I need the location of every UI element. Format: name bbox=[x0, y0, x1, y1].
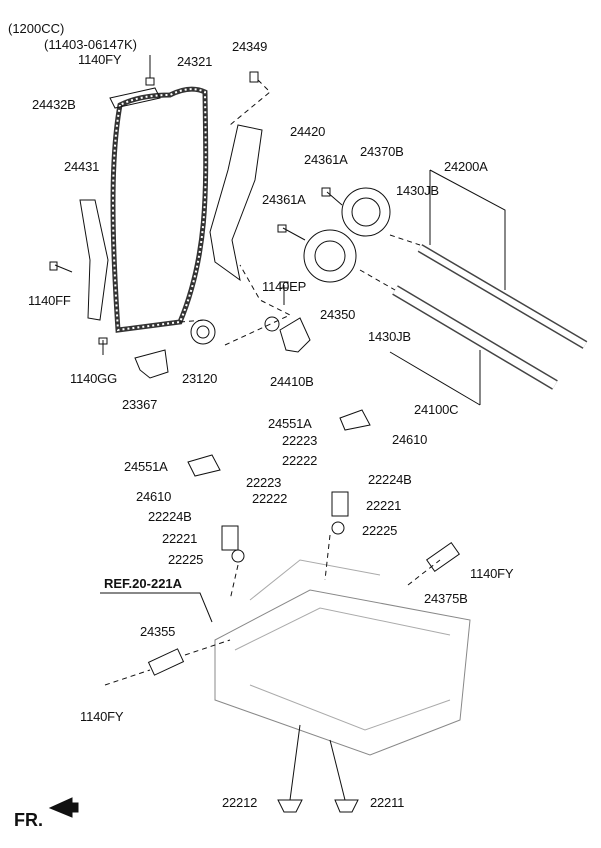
label-22211: 22211 bbox=[370, 795, 405, 810]
ocv-valve-2 bbox=[147, 648, 185, 676]
label-1140FY-top: 1140FY bbox=[78, 52, 122, 67]
label-24321: 24321 bbox=[177, 54, 213, 69]
label-24410B: 24410B bbox=[270, 374, 314, 389]
label-22225-upper: 22225 bbox=[362, 523, 398, 538]
label-1140FY-right: 1140FY bbox=[470, 566, 514, 581]
valve-intake bbox=[329, 739, 359, 813]
label-24361A-upper: 24361A bbox=[304, 152, 348, 167]
label-1430JB-lower: 1430JB bbox=[368, 329, 411, 344]
label-1140GG: 1140GG bbox=[70, 371, 117, 386]
rocker-arm-upper bbox=[339, 409, 371, 431]
cylinder-head bbox=[214, 589, 471, 756]
label-22223-upper: 22223 bbox=[282, 433, 318, 448]
valve-exhaust bbox=[277, 724, 303, 813]
label-24200A: 24200A bbox=[444, 159, 488, 174]
label-1140EP: 1140EP bbox=[262, 279, 307, 294]
label-24349: 24349 bbox=[232, 39, 268, 54]
label-24610-lower: 24610 bbox=[136, 489, 172, 504]
label-23367: 23367 bbox=[122, 397, 158, 412]
label-24431: 24431 bbox=[64, 159, 100, 174]
label-24432B: 24432B bbox=[32, 97, 76, 112]
label-22221-lower: 22221 bbox=[162, 531, 198, 546]
front-arrow-icon bbox=[48, 797, 79, 818]
label-24551A-upper: 24551A bbox=[268, 416, 312, 431]
label-24350: 24350 bbox=[320, 307, 356, 322]
label-24100C: 24100C bbox=[414, 402, 459, 417]
cvvt-intake bbox=[303, 229, 357, 283]
engine-spec: (1200CC) bbox=[8, 21, 65, 36]
label-24375B: 24375B bbox=[424, 591, 468, 606]
valve-spring-upper bbox=[331, 491, 349, 517]
label-23120: 23120 bbox=[182, 371, 218, 386]
label-22224B-upper: 22224B bbox=[368, 472, 412, 487]
bracket bbox=[134, 349, 169, 379]
crank-sprocket bbox=[190, 319, 216, 345]
tensioner bbox=[279, 317, 311, 353]
label-22212: 22212 bbox=[222, 795, 258, 810]
tensioner-lever bbox=[209, 124, 263, 282]
label-24610-upper: 24610 bbox=[392, 432, 428, 447]
label-1140FF: 1140FF bbox=[28, 293, 71, 308]
label-24420: 24420 bbox=[290, 124, 326, 139]
cvvt-exhaust bbox=[341, 187, 391, 237]
label-1430JB-upper: 1430JB bbox=[396, 183, 439, 198]
upper-guide bbox=[109, 87, 161, 109]
ocv-valve bbox=[426, 541, 460, 573]
label-22222-upper: 22222 bbox=[282, 453, 318, 468]
label-22224B-lower: 22224B bbox=[148, 509, 192, 524]
timing-chain bbox=[110, 86, 209, 333]
reference-label: REF.20-221A bbox=[104, 576, 183, 591]
chain-guide-left bbox=[79, 199, 109, 321]
label-22222-lower: 22222 bbox=[252, 491, 288, 506]
label-24355: 24355 bbox=[140, 624, 176, 639]
valve-spring-lower bbox=[221, 525, 239, 551]
label-22223-lower: 22223 bbox=[246, 475, 282, 490]
rocker-arm-lower bbox=[187, 454, 221, 477]
label-24361A-lower: 24361A bbox=[262, 192, 306, 207]
label-22221-upper: 22221 bbox=[366, 498, 402, 513]
serial-range: (11403-06147K) bbox=[44, 37, 137, 52]
front-direction-label: FR. bbox=[14, 810, 43, 830]
label-24370B: 24370B bbox=[360, 144, 404, 159]
label-22225-lower: 22225 bbox=[168, 552, 204, 567]
label-24551A-lower: 24551A bbox=[124, 459, 168, 474]
label-1140FY-lower: 1140FY bbox=[80, 709, 124, 724]
